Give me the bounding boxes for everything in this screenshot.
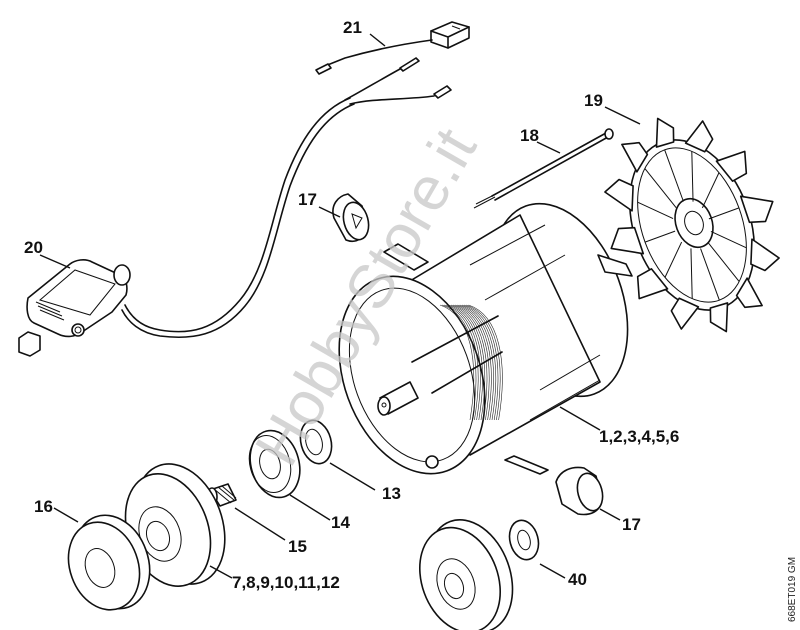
- fan-spoke: [637, 201, 674, 220]
- fan-spoke: [690, 248, 693, 299]
- part-clutch-drum-lower[interactable]: [406, 508, 528, 630]
- reference-code: 668ET019 GM: [787, 557, 798, 622]
- fan-blade: [735, 277, 763, 309]
- callout-13: 13: [382, 484, 401, 503]
- callout-7-12: 7,8,9,10,11,12: [232, 573, 340, 592]
- callout-18: 18: [520, 126, 539, 145]
- coil-winding: [464, 304, 499, 421]
- callout-15: 15: [288, 537, 307, 556]
- coil-winding: [444, 304, 479, 421]
- callout-19: 19: [584, 91, 603, 110]
- fan-blade: [636, 268, 669, 300]
- part-21-cable-harness[interactable]: [121, 21, 470, 339]
- fan-spoke: [707, 241, 740, 282]
- coil-winding: [466, 304, 501, 421]
- callout-40: 40: [568, 570, 587, 589]
- fan-blade: [715, 150, 748, 182]
- coil-winding: [457, 304, 492, 421]
- part-18-long-screw[interactable]: [473, 128, 614, 209]
- part-17-brush-cap-bottom[interactable]: [555, 466, 607, 516]
- coil-winding: [461, 304, 497, 421]
- part-20-switch[interactable]: [18, 259, 131, 357]
- coil-winding: [450, 304, 486, 421]
- coil-winding: [446, 304, 481, 421]
- part-13-seal-ring[interactable]: [296, 417, 336, 467]
- fan-blade: [604, 178, 634, 212]
- coil-winding: [439, 304, 475, 421]
- callout-16: 16: [34, 497, 53, 516]
- fan-blade: [739, 195, 774, 224]
- part-19-fan[interactable]: [604, 117, 780, 333]
- callout-14: 14: [331, 513, 350, 532]
- coil-winding: [453, 304, 488, 421]
- fan-spoke: [710, 230, 747, 249]
- fan-blade: [621, 141, 649, 173]
- callout-21: 21: [343, 18, 362, 37]
- coil-winding: [468, 304, 503, 421]
- part-16-pulley-cover[interactable]: [57, 505, 163, 620]
- callout-1-6: 1,2,3,4,5,6: [599, 427, 679, 446]
- fan-blade: [684, 120, 714, 153]
- fan-blade: [670, 297, 700, 330]
- fan-blade: [750, 238, 780, 272]
- fan-spoke: [700, 248, 720, 301]
- coil-winding: [459, 304, 494, 421]
- callout-17-bottom: 17: [622, 515, 641, 534]
- fan-blade: [655, 117, 675, 148]
- fan-spoke: [708, 207, 740, 220]
- part-17-brush-cap-top[interactable]: [332, 193, 373, 242]
- fan-blade: [610, 226, 645, 255]
- coil-winding: [455, 304, 490, 421]
- fan-spoke: [664, 241, 683, 278]
- fan-spoke: [644, 230, 676, 243]
- fan-spoke: [644, 168, 677, 209]
- fan-blade: [709, 302, 729, 333]
- fan-spoke: [691, 151, 694, 202]
- leader-lines: [39, 33, 641, 579]
- part-40-washer[interactable]: [505, 517, 542, 563]
- fan-spoke: [664, 149, 684, 202]
- callout-20: 20: [24, 238, 43, 257]
- fan-spoke: [701, 172, 720, 209]
- part-1-6-motor-housing[interactable]: [313, 185, 652, 494]
- callout-17-top: 17: [298, 190, 317, 209]
- coil-winding: [448, 304, 483, 421]
- part-14-ball-bearing[interactable]: [243, 425, 307, 503]
- coil-winding: [442, 304, 477, 421]
